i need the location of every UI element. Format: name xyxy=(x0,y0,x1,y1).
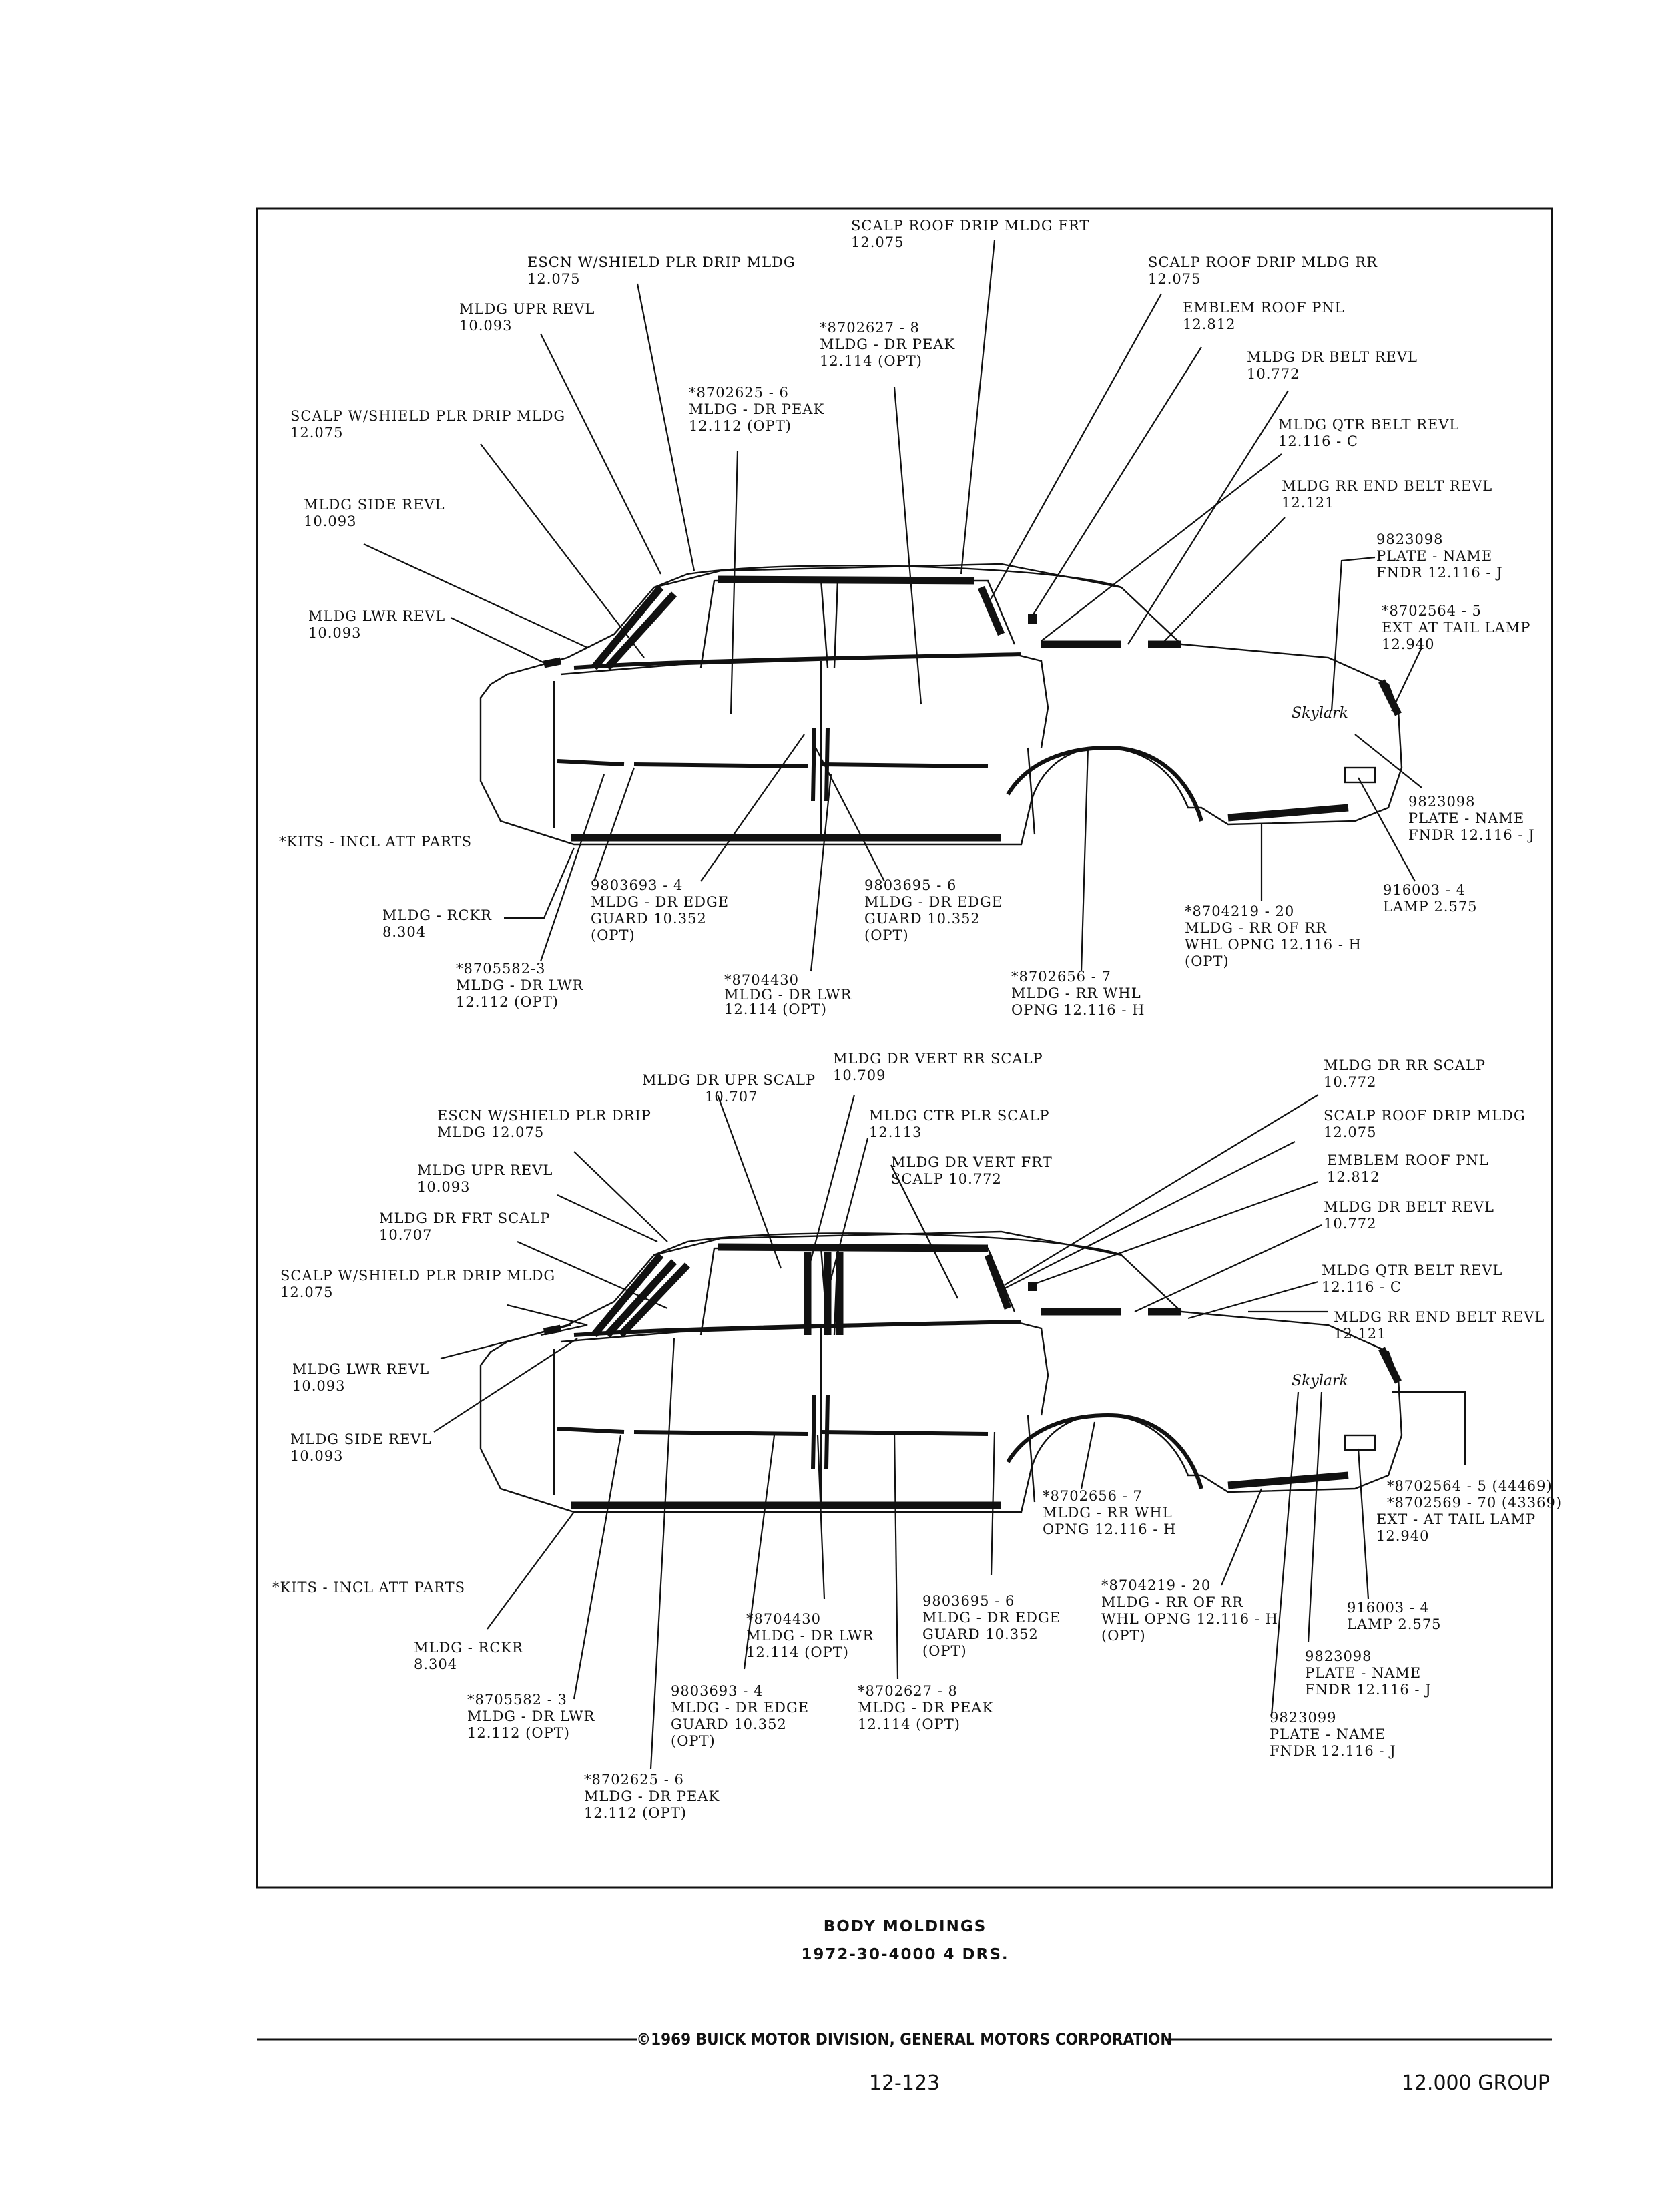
diagram-frame xyxy=(256,207,1553,1889)
callout-kits-b: *KITS - INCL ATT PARTS xyxy=(272,1579,465,1596)
caption-title: BODY MOLDINGS xyxy=(824,1918,987,1935)
footer-page-number: 12-123 xyxy=(869,2071,940,2095)
skylark-emblem-top: Skylark xyxy=(1292,705,1348,722)
skylark-emblem-bottom: Skylark xyxy=(1292,1373,1348,1389)
footer-copyright: ©1969 BUICK MOTOR DIVISION, GENERAL MOTO… xyxy=(637,2030,1173,2049)
callout-kits: *KITS - INCL ATT PARTS xyxy=(279,834,472,850)
caption-subtitle: 1972-30-4000 4 DRS. xyxy=(801,1946,1009,1963)
footer-group: 12.000 GROUP xyxy=(1402,2071,1550,2095)
bottom-leader-lines xyxy=(433,1094,1466,1770)
callout-tail-lamp-b: *8702564 - 5 (44469)*8702569 - 70 (43369… xyxy=(1376,1478,1562,1544)
top-leader-lines xyxy=(363,240,1422,972)
top-car-illustration: Skylark xyxy=(479,563,1403,846)
bottom-car-illustration: Skylark xyxy=(479,1230,1403,1513)
